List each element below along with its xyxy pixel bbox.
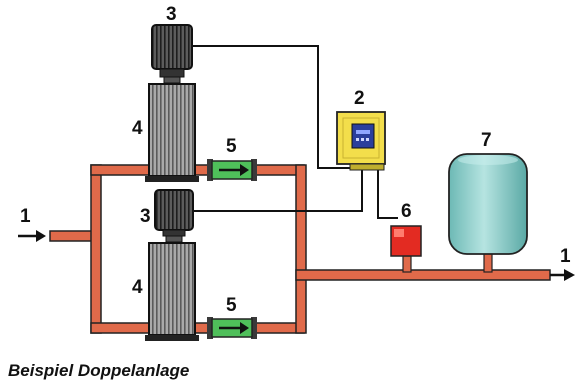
lower-pump-set: [145, 189, 199, 341]
wire-lower-motor: [192, 168, 363, 212]
piping: [49, 164, 551, 334]
motor-lower: [154, 189, 194, 231]
check-valve-upper: [207, 159, 257, 181]
label-pump-lower: 4: [132, 277, 143, 298]
label-inlet: 1: [20, 206, 31, 227]
inlet-arrow-icon: [18, 230, 46, 242]
label-controller: 2: [354, 88, 365, 109]
wire-pressure-switch: [377, 168, 398, 219]
switch-connection: [402, 255, 412, 273]
controller: [336, 111, 386, 171]
controller-display: [351, 123, 375, 149]
upper-pump-set: [145, 24, 199, 182]
label-pump-upper: 4: [132, 118, 143, 139]
label-pressure-vessel: 7: [481, 130, 492, 151]
label-motor-upper: 3: [166, 4, 177, 25]
arrow-right-icon: [240, 322, 249, 334]
motor-upper: [151, 24, 193, 70]
label-motor-lower: 3: [140, 206, 151, 227]
arrow-right-icon: [240, 164, 249, 176]
label-check-valve-lower: 5: [226, 295, 237, 316]
outlet-pipe: [295, 269, 551, 281]
pump-lower: [148, 242, 196, 336]
pump-upper: [148, 83, 196, 177]
label-check-valve-upper: 5: [226, 136, 237, 157]
wire-upper-motor: [192, 45, 352, 169]
outlet-arrow-icon: [550, 269, 575, 281]
diagram-caption: Beispiel Doppelanlage: [8, 361, 189, 380]
label-outlet: 1: [560, 246, 571, 267]
inlet-manifold: [90, 164, 102, 334]
signal-wires: [192, 45, 398, 219]
upper-branch-pipe: [90, 164, 305, 176]
label-pressure-switch: 6: [401, 201, 412, 222]
outlet-collector: [295, 164, 307, 334]
inlet-pipe: [49, 230, 96, 242]
pressure-switch: [390, 225, 422, 257]
pressure-vessel: [448, 153, 528, 255]
vessel-connection: [483, 251, 493, 273]
check-valve-lower: [207, 317, 257, 339]
lower-branch-pipe: [90, 322, 305, 334]
